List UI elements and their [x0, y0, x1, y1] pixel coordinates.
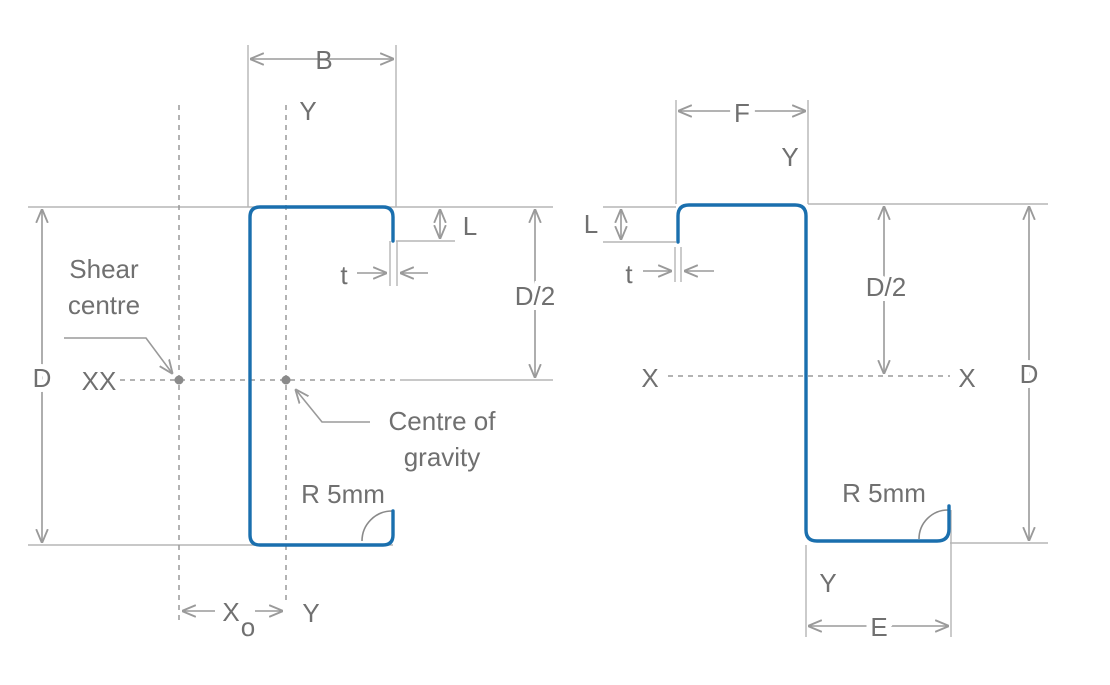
- z-y-bottom-label: Y: [819, 568, 836, 598]
- z-l-label: L: [584, 209, 598, 239]
- c-radius-arc: [361, 510, 393, 542]
- c-section-profile: [248, 205, 395, 547]
- c-b-label: B: [315, 45, 332, 75]
- centre-of-gravity-leader: [296, 390, 370, 423]
- z-d-label: D: [1020, 359, 1039, 389]
- c-xo-label: X: [222, 597, 239, 627]
- c-l-label: L: [463, 211, 477, 241]
- c-section: B Y Y L t D/2 D XX Shear centre Centre o…: [28, 45, 560, 642]
- z-radius-label: R 5mm: [842, 478, 926, 508]
- shear-centre-point: [174, 375, 184, 385]
- z-y-top-label: Y: [781, 142, 798, 172]
- c-xx-label: XX: [82, 366, 117, 396]
- centre-of-gravity-point: [281, 375, 291, 385]
- centre-of-gravity-label-line2: gravity: [404, 442, 481, 472]
- shear-centre-label-line1: Shear: [69, 254, 139, 284]
- shear-centre-label-line2: centre: [68, 290, 140, 320]
- c-dhalf-label: D/2: [515, 281, 555, 311]
- c-d-label: D: [33, 363, 52, 393]
- c-t-label: t: [340, 260, 348, 290]
- c-y-top-label: Y: [299, 96, 316, 126]
- c-radius-label: R 5mm: [301, 479, 385, 509]
- z-f-label: F: [734, 98, 750, 128]
- z-radius-arc: [918, 509, 949, 540]
- centre-of-gravity-label-line1: Centre of: [389, 406, 497, 436]
- c-xo-subscript: o: [241, 612, 255, 642]
- z-dhalf-label: D/2: [866, 272, 906, 302]
- z-section: F Y L t D/2 X X D R 5mm Y E: [584, 92, 1048, 648]
- z-e-label: E: [870, 612, 887, 642]
- z-t-label: t: [625, 259, 633, 289]
- z-section-profile: [676, 203, 951, 543]
- z-x-right-label: X: [958, 363, 975, 393]
- shear-centre-leader: [64, 337, 172, 373]
- c-y-bottom-label: Y: [302, 598, 319, 628]
- z-x-left-label: X: [641, 363, 658, 393]
